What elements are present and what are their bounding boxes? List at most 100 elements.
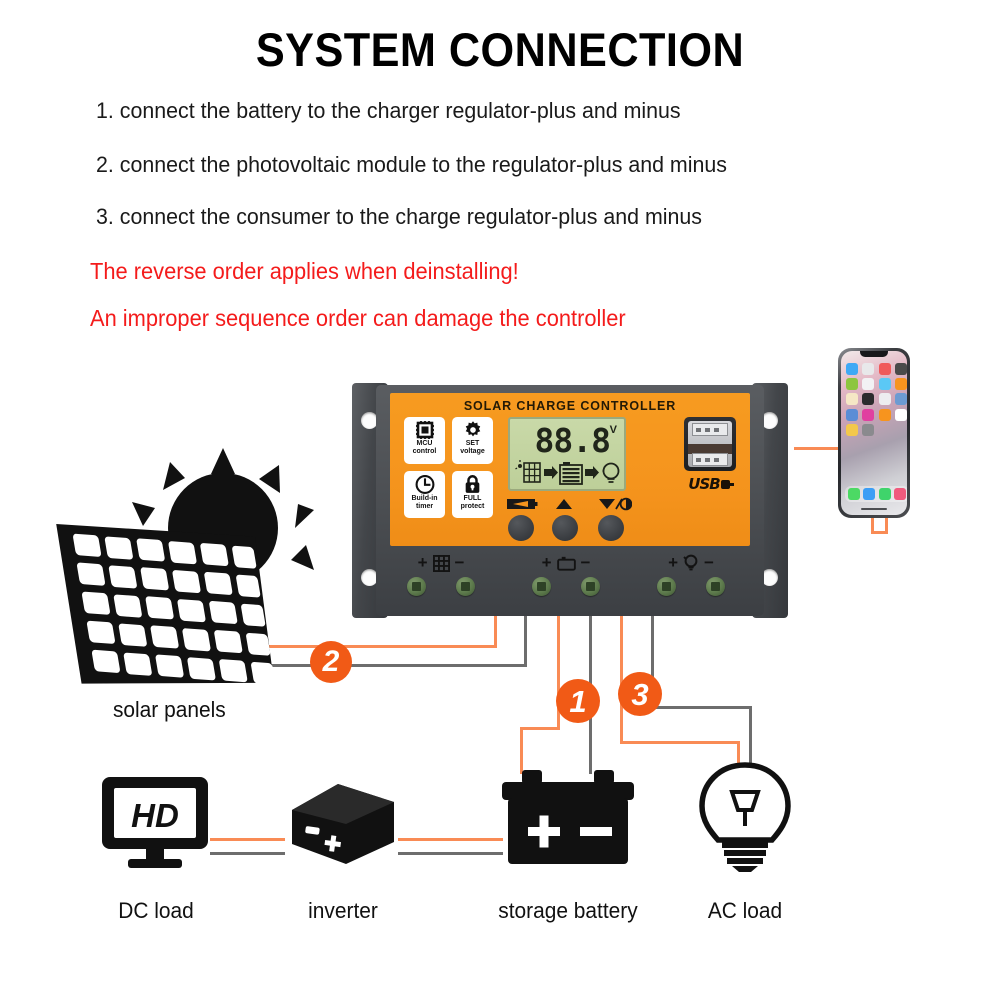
phone-app-icon[interactable] <box>846 393 858 406</box>
device-label-ac-load: AC load <box>707 898 783 923</box>
screw-terminal[interactable] <box>456 577 475 596</box>
solar-charge-controller[interactable]: SOLAR CHARGE CONTROLLER MCU <box>352 383 788 618</box>
battery-icon <box>559 462 583 485</box>
phone-app-icon[interactable] <box>862 423 875 436</box>
ac-load-bulb-icon <box>699 762 791 872</box>
solar-panel-icon <box>432 554 450 572</box>
usb-divider <box>688 444 732 454</box>
phone-app-icon[interactable] <box>894 378 907 391</box>
load-screws <box>648 577 734 596</box>
badge-label-line1: MCU <box>416 440 433 447</box>
phone-app-icon[interactable] <box>894 408 907 421</box>
usb-section[interactable]: USB <box>682 417 740 499</box>
bulb-icon <box>683 554 698 571</box>
phone-app-icon[interactable] <box>862 393 875 406</box>
wire-load-neg-v2 <box>749 706 752 764</box>
phone-app-icon[interactable] <box>862 363 875 375</box>
device-label-inverter: inverter <box>308 898 378 923</box>
wire-solar-neg-h <box>196 664 527 667</box>
phone-app-icon[interactable] <box>878 378 891 391</box>
storage-battery-icon <box>502 770 634 864</box>
battery-terminal[interactable]: + − <box>523 551 609 611</box>
screw-terminal[interactable] <box>657 577 676 596</box>
solar-terminal[interactable]: + − <box>398 551 484 611</box>
phone-app-icon[interactable] <box>878 393 891 406</box>
phone-app-icon[interactable] <box>878 363 891 375</box>
wire-load-neg-v1 <box>651 612 654 709</box>
lcd-value: 88.8 <box>534 421 611 460</box>
phone-app-icon[interactable] <box>862 378 875 391</box>
arrow-right-icon <box>544 466 558 479</box>
triangle-down-brightness-icon <box>599 497 632 511</box>
screw-terminal[interactable] <box>532 577 551 596</box>
warning-2: An improper sequence order can damage th… <box>90 305 626 331</box>
up-button[interactable] <box>552 515 578 541</box>
phone-app-icon[interactable] <box>878 408 891 421</box>
phone-home-indicator <box>861 508 887 510</box>
menu-button[interactable] <box>508 515 534 541</box>
battery-terminal-symbols: + − <box>523 551 609 575</box>
callout-1: 1 <box>556 679 600 723</box>
callout-2: 2 <box>310 641 352 683</box>
warning-1: The reverse order applies when deinstall… <box>90 258 519 284</box>
wire-monitor-inverter-pos <box>210 838 285 841</box>
phone-app-icon[interactable] <box>894 363 907 375</box>
badge-mcu-control: MCU control <box>404 417 445 464</box>
terminal-minus: − <box>454 553 465 572</box>
down-button[interactable] <box>598 515 624 541</box>
wire-load-neg-h <box>651 706 752 709</box>
phone-app-icon[interactable] <box>846 423 858 436</box>
lcd-flow-icons <box>515 460 620 485</box>
device-label-dc-load: DC load <box>118 898 194 923</box>
usb-label: USB <box>682 475 740 493</box>
callout-3: 3 <box>618 672 662 716</box>
terminal-strip: + − <box>390 551 750 611</box>
phone-dock-icon[interactable] <box>893 488 906 500</box>
battery-icon <box>556 556 576 571</box>
wire-phone-drop <box>885 516 888 534</box>
solar-panel-icon <box>515 460 541 483</box>
phone-notch <box>860 351 888 357</box>
battery-screws <box>523 577 609 596</box>
badge-label-line1: SET <box>465 440 480 447</box>
solar-screws <box>398 577 484 596</box>
phone-dock-icon[interactable] <box>863 488 876 500</box>
phone-dock <box>845 486 907 502</box>
screw-terminal[interactable] <box>581 577 600 596</box>
usb-ports[interactable] <box>684 417 736 471</box>
smartphone[interactable] <box>838 348 910 518</box>
wire-usb-phone-h1 <box>794 447 874 450</box>
phone-screen[interactable] <box>841 351 907 515</box>
load-terminal[interactable]: + − <box>648 551 734 611</box>
usb-slot-bottom <box>692 453 728 466</box>
phone-app-icon[interactable] <box>894 393 907 406</box>
hd-monitor-icon: HD <box>102 777 208 868</box>
phone-app-icon[interactable] <box>862 408 875 421</box>
wire-inverter-battery-neg <box>398 852 503 855</box>
load-terminal-symbols: + − <box>648 551 734 575</box>
wire-load-pos-v1 <box>620 612 623 744</box>
lcd-unit: V <box>609 424 617 436</box>
wire-solar-pos-h <box>196 645 497 648</box>
instruction-3: 3. connect the consumer to the charge re… <box>96 204 702 229</box>
arrow-right-icon <box>585 466 599 479</box>
phone-dock-icon[interactable] <box>848 488 861 500</box>
inverter-icon <box>292 784 394 864</box>
instruction-1: 1. connect the battery to the charger re… <box>96 98 681 123</box>
terminal-plus: + <box>668 553 678 572</box>
solar-panels-label: solar panels <box>112 697 226 722</box>
wire-batt-pos-v2 <box>520 727 523 774</box>
badge-set-voltage: SET voltage <box>452 417 493 464</box>
phone-dock-icon[interactable] <box>878 488 891 500</box>
phone-app-icon[interactable] <box>846 363 858 375</box>
device-title: SOLAR CHARGE CONTROLLER <box>463 399 677 413</box>
screw-terminal[interactable] <box>706 577 725 596</box>
screw-terminal[interactable] <box>407 577 426 596</box>
wire-batt-pos-h <box>520 727 560 730</box>
button-row <box>507 497 632 543</box>
terminal-minus: − <box>704 553 714 572</box>
phone-app-icon[interactable] <box>846 408 858 421</box>
phone-app-icon[interactable] <box>846 378 858 391</box>
terminal-plus: + <box>541 553 552 572</box>
mounting-hole <box>361 569 378 586</box>
